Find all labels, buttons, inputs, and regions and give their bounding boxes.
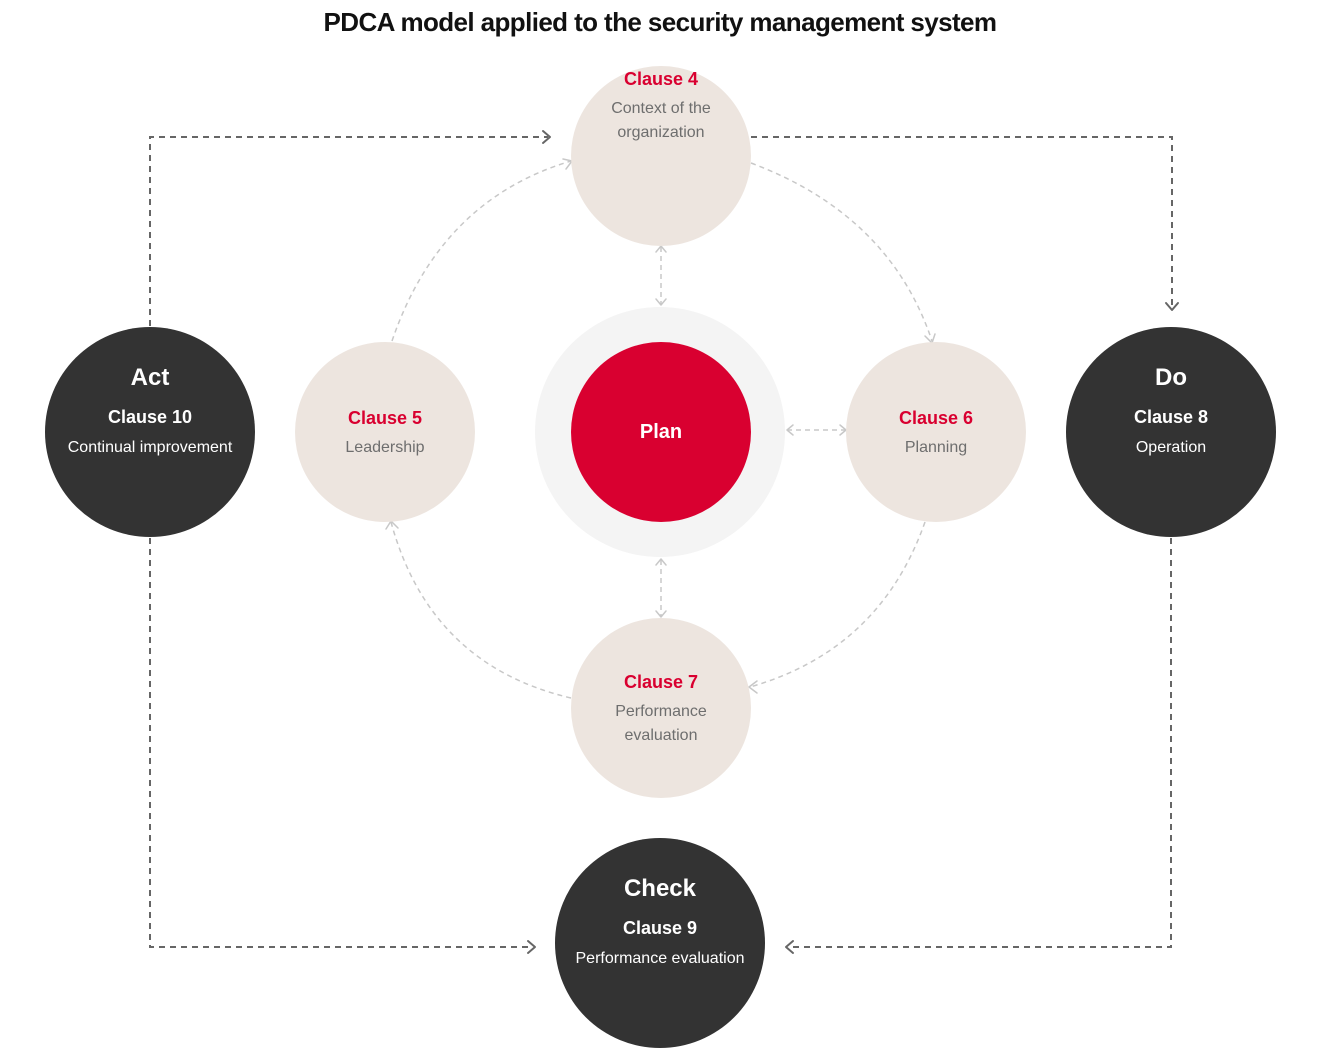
clause5-node: Clause 5 Leadership [295,342,475,522]
clause7-title: Clause 7 [623,672,699,692]
clause5-to-clause4-arc [391,160,572,342]
arrowhead-icon [1165,302,1179,311]
check-node: Check Clause 9 Performance evaluation [555,838,765,1048]
do-description: Operation [1135,439,1207,456]
arrowhead-icon [655,245,667,253]
arrowhead-icon [786,424,794,436]
diagram-title: PDCA model applied to the security manag… [323,7,998,37]
act-phase-label: Act [130,364,170,391]
clause4-description: Context of the organization [611,100,711,141]
check-phase-label: Check [623,875,697,902]
clause6-description: Planning [904,439,968,456]
arrowhead-icon [655,298,667,306]
do-phase-label: Do [1155,364,1187,391]
clause5-description: Leadership [345,439,425,456]
clause6-node: Clause 6 Planning [846,342,1026,522]
arrowhead-icon [785,940,794,954]
arrowhead-icon [748,680,758,694]
clause4-node: Clause 4 Context of the organization [571,66,751,246]
clause7-to-clause5-arc [390,521,572,699]
arrowhead-icon [542,130,551,144]
clause5-title: Clause 5 [347,408,423,428]
plan-node: Plan [571,342,751,522]
plan-label: Plan [639,421,683,443]
act-description: Continual improvement [67,439,233,456]
act-clause-label: Clause 10 [107,407,193,427]
act-node: Act Clause 10 Continual improvement [45,327,255,537]
do-node: Do Clause 8 Operation [1066,327,1276,537]
check-description: Performance evaluation [575,950,745,967]
do-to-check-connector [788,538,1172,948]
clause4-title: Clause 4 [623,69,699,89]
clause6-to-clause7-arc [749,521,926,688]
arrowhead-icon [527,940,536,954]
act-to-clause4-connector [149,136,548,326]
clause7-node: Clause 7 Performance evaluation [571,618,751,798]
check-clause-label: Clause 9 [622,918,698,938]
clause4-to-do-connector [751,136,1173,308]
do-clause-label: Clause 8 [1133,407,1209,427]
clause7-description: Performance evaluation [615,703,707,744]
arrowhead-icon [655,558,667,566]
act-to-check-connector [149,538,533,948]
clause6-title: Clause 6 [898,408,974,428]
arrowhead-icon [655,610,667,618]
clause4-to-clause6-arc [750,162,933,342]
